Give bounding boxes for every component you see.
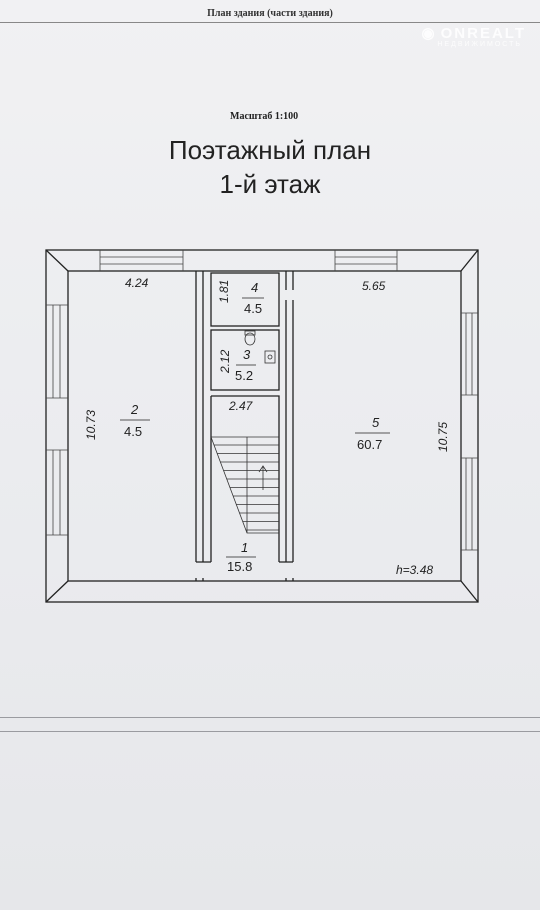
windows <box>46 250 478 551</box>
stair-arrow-icon <box>258 465 268 490</box>
sink-icon <box>264 350 276 364</box>
document-header: План здания (части здания) <box>207 8 333 19</box>
staircase <box>210 436 279 534</box>
footer-rule-2 <box>0 731 540 732</box>
room-3-area: 5.2 <box>235 368 253 383</box>
room-4-length: 1.81 <box>217 280 231 303</box>
room-5-width: 5.65 <box>362 279 386 293</box>
location-pin-icon: ◉ <box>421 25 437 42</box>
room-1-number: 1 <box>241 540 248 555</box>
room-5-length: 10.75 <box>436 422 450 452</box>
room-1-area: 15.8 <box>227 559 252 574</box>
ceiling-height-label: h=3.48 <box>396 563 433 577</box>
outer-walls <box>45 249 479 603</box>
toilet-icon <box>244 330 256 346</box>
title-line-2: 1-й этаж <box>219 169 321 199</box>
room-2-number: 2 <box>130 402 139 417</box>
watermark-logo: ◉ ONREALT <box>421 24 526 43</box>
interior-walls <box>195 271 294 581</box>
room-3-length: 2.12 <box>218 349 232 374</box>
room-5-number: 5 <box>372 415 380 430</box>
plan-title: Поэтажный план 1-й этаж <box>0 133 540 201</box>
watermark-subtitle: НЕДВИЖИМОСТЬ <box>437 41 522 48</box>
room-1-width: 2.47 <box>228 399 254 413</box>
header-rule <box>0 22 540 23</box>
scale-label: Масштаб 1:100 <box>230 111 299 122</box>
room-2-width: 4.24 <box>125 276 149 290</box>
room-4-area: 4.5 <box>244 301 262 316</box>
title-line-1: Поэтажный план <box>168 135 372 165</box>
room-2-area: 4.5 <box>124 424 142 439</box>
room-5-area: 60.7 <box>357 437 382 452</box>
watermark-brand: ONREALT <box>440 24 526 42</box>
footer-rule-1 <box>0 717 540 718</box>
room-3-number: 3 <box>243 347 251 362</box>
room-2-length: 10.73 <box>84 410 98 440</box>
room-4-number: 4 <box>251 280 258 295</box>
